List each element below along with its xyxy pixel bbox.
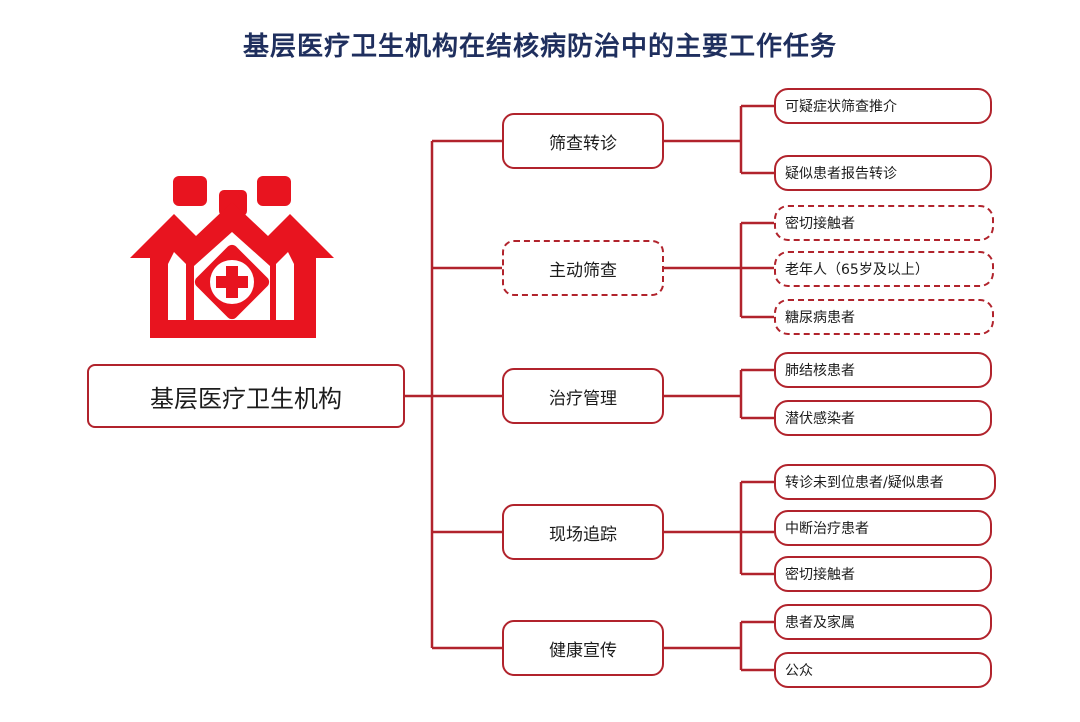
category-field-tracking: 现场追踪 xyxy=(502,504,664,560)
category-active-screening: 主动筛查 xyxy=(502,240,664,296)
medical-house-logo xyxy=(130,176,334,338)
leaf-close-contacts: 密切接触者 xyxy=(774,205,994,241)
leaf-interrupted-treatment: 中断治疗患者 xyxy=(774,510,992,546)
leaf-tb-patients: 肺结核患者 xyxy=(774,352,992,388)
leaf-patients-and-families: 患者及家属 xyxy=(774,604,992,640)
leaf-latent-infection: 潜伏感染者 xyxy=(774,400,992,436)
leaf-public: 公众 xyxy=(774,652,992,688)
leaf-diabetes-patients: 糖尿病患者 xyxy=(774,299,994,335)
leaf-unreferred-patients: 转诊未到位患者/疑似患者 xyxy=(774,464,996,500)
leaf-elderly: 老年人（65岁及以上） xyxy=(774,251,994,287)
leaf-suspicious-symptom-screening: 可疑症状筛查推介 xyxy=(774,88,992,124)
diagram-title: 基层医疗卫生机构在结核病防治中的主要工作任务 xyxy=(242,32,837,62)
leaf-close-contacts-tracking: 密切接触者 xyxy=(774,556,992,592)
leaf-suspected-case-referral: 疑似患者报告转诊 xyxy=(774,155,992,191)
category-screening-referral: 筛查转诊 xyxy=(502,113,664,169)
root-node: 基层医疗卫生机构 xyxy=(87,364,405,428)
category-treatment-management: 治疗管理 xyxy=(502,368,664,424)
category-health-education: 健康宣传 xyxy=(502,620,664,676)
